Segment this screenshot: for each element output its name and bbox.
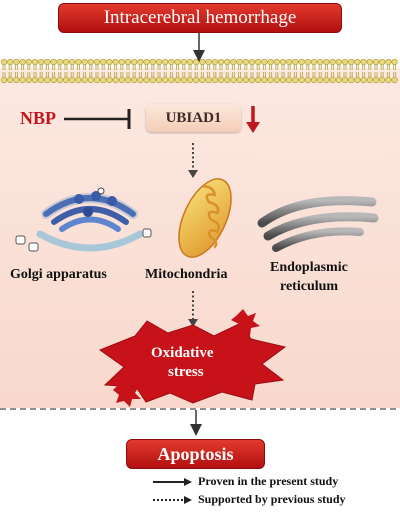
ubiad1-label: UBIAD1 <box>165 109 222 126</box>
dotted-arrow-ubiad-mito-head <box>188 170 198 178</box>
cell-membrane <box>0 58 398 84</box>
nbp-label: NBP <box>20 108 56 128</box>
golgi-apparatus-icon <box>15 187 152 252</box>
stress-label-line2: stress <box>168 364 204 380</box>
endoplasmic-reticulum-icon <box>257 196 379 252</box>
stress-spark-right <box>231 309 260 336</box>
mitochondria-icon <box>178 178 232 258</box>
apoptosis-box: Apoptosis <box>126 439 265 469</box>
ubiad1-box: UBIAD1 <box>146 104 241 132</box>
er-label-line2: reticulum <box>280 279 339 294</box>
apoptosis-label: Apoptosis <box>157 443 234 464</box>
golgi-label: Golgi apparatus <box>10 267 107 282</box>
title-text: Intracerebral hemorrhage <box>103 7 297 28</box>
stress-spark-left <box>113 380 141 407</box>
dotted-arrow-mito-stress-head <box>188 319 198 327</box>
legend-dashed-text: Supported by previous study <box>198 492 346 506</box>
legend-solid-head <box>184 478 192 486</box>
title-box: Intracerebral hemorrhage <box>58 3 342 33</box>
decrease-arrow-head <box>246 122 260 133</box>
stress-label-line1: Oxidative <box>151 345 214 361</box>
legend-solid-text: Proven in the present study <box>198 474 339 488</box>
er-label-line1: Endoplasmic <box>270 260 348 275</box>
mitochondria-label: Mitochondria <box>145 267 228 282</box>
oxidative-stress-burst <box>98 320 287 404</box>
legend-dashed-head <box>184 496 192 504</box>
